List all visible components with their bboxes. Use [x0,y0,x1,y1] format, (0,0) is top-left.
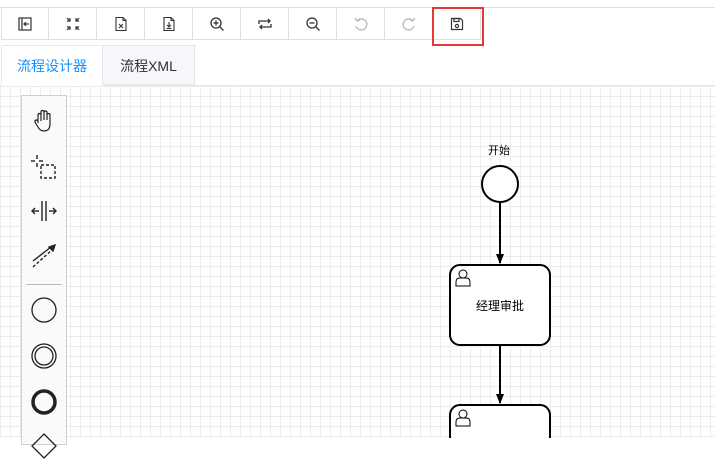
diagram-svg [449,165,551,438]
space-tool-icon [31,201,57,221]
zoom-out-button[interactable] [289,7,337,40]
hand-tool[interactable] [22,101,66,141]
start-event-tool[interactable] [22,290,66,330]
intermediate-event-icon [31,343,57,369]
undo-button[interactable] [337,7,385,40]
palette-separator [26,284,62,285]
tab-process-designer[interactable]: 流程设计器 [1,45,103,86]
space-tool[interactable] [22,191,66,231]
lasso-tool-icon [31,155,56,179]
redo-icon [402,17,416,31]
save-button[interactable] [432,7,484,46]
start-event-label: 开始 [488,145,510,157]
hand-tool-icon [34,109,51,132]
start-event[interactable] [481,165,519,203]
tab-process-xml[interactable]: 流程XML [103,45,195,85]
xml-file-icon [114,16,127,31]
image-file-icon [162,16,175,31]
editor-tabs: 流程设计器 流程XML [0,45,715,86]
redo-button[interactable] [385,7,433,40]
export-image-button[interactable] [145,7,193,40]
reset-zoom-button[interactable] [241,7,289,40]
save-icon [450,17,463,30]
task-label: 经理审批 [475,299,524,313]
undo-icon [353,17,367,31]
end-event-icon [31,389,57,415]
fit-view-button[interactable] [49,7,97,40]
zoom-out-icon [305,16,320,31]
diagram-canvas[interactable]: 开始 经理审批 [0,86,715,438]
connect-tool[interactable] [22,236,66,276]
start-event-icon [31,297,57,323]
fit-view-icon [66,17,79,30]
import-icon [18,16,32,31]
zoom-in-button[interactable] [193,7,241,40]
end-event-tool[interactable] [22,382,66,422]
gateway-icon [31,433,57,459]
gateway-tool[interactable] [22,426,66,466]
tool-palette [21,95,67,459]
open-file-button[interactable] [1,7,49,40]
intermediate-event-tool[interactable] [22,336,66,376]
lasso-tool[interactable] [22,146,66,186]
repeat-icon [257,18,272,29]
task-second[interactable] [449,404,551,438]
toolbar [1,7,484,46]
user-task-icon [455,269,471,287]
user-task-icon [455,409,471,427]
export-xml-button[interactable] [97,7,145,40]
connect-tool-icon [32,243,57,268]
zoom-in-icon [209,16,224,31]
